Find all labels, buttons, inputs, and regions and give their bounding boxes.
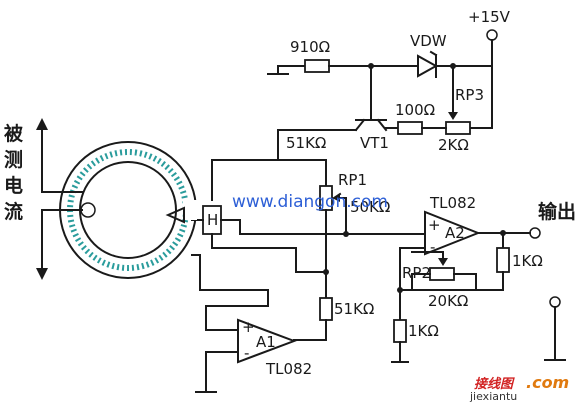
- resistor-910: [304, 59, 330, 73]
- label-r100: 100Ω: [395, 101, 435, 119]
- label-supply: +15V: [468, 8, 511, 26]
- label-r51k-bottom: 51KΩ: [334, 300, 374, 318]
- label-r1k-bottom: 1KΩ: [408, 322, 439, 340]
- watermark-logo: 接线图 .com jiexiantu: [469, 373, 569, 402]
- resistor-51k-bottom: [319, 297, 333, 321]
- potentiometer-rp3: [445, 121, 471, 135]
- resistor-100: [397, 121, 423, 135]
- supply-terminal: [486, 29, 498, 41]
- label-r20k: 20KΩ: [428, 292, 468, 310]
- label-r51k-top: 51KΩ: [286, 134, 326, 152]
- output-terminal: [529, 227, 541, 239]
- label-rp2: RP2: [402, 264, 431, 282]
- ground-symbol-910: [267, 65, 289, 75]
- zener-diode-vdw: [417, 50, 439, 78]
- svg-text:jiexiantu: jiexiantu: [469, 390, 517, 402]
- svg-text:被: 被: [4, 122, 23, 145]
- potentiometer-rp2: [429, 267, 455, 281]
- label-r1k-right: 1KΩ: [512, 252, 543, 270]
- label-r2k: 2KΩ: [438, 136, 469, 154]
- watermark-site: www.diangon.com: [232, 192, 388, 212]
- label-a2-plus: +: [428, 216, 441, 234]
- resistor-1k-right: [496, 247, 510, 273]
- label-measured-current: 被 测 电 流: [4, 122, 23, 223]
- label-rp3: RP3: [455, 86, 484, 104]
- svg-text:测: 测: [4, 149, 23, 171]
- label-zener: VDW: [410, 32, 447, 50]
- measured-conductor: [36, 118, 96, 280]
- resistor-1k-bottom: [393, 319, 407, 343]
- svg-text:.com: .com: [526, 373, 569, 392]
- label-a1: A1: [256, 333, 276, 351]
- label-vt1: VT1: [360, 134, 389, 152]
- label-a1-plus: +: [242, 318, 255, 336]
- transistor-vt1: [354, 65, 388, 132]
- opamp-a2: [424, 210, 481, 256]
- label-tl082-a2: TL082: [429, 194, 476, 212]
- label-a2: A2: [445, 224, 465, 242]
- label-tl082-a1: TL082: [265, 360, 312, 378]
- label-a1-minus: -: [244, 344, 249, 362]
- label-a2-minus: -: [430, 238, 435, 256]
- svg-text:电: 电: [4, 174, 23, 197]
- label-r910: 910Ω: [290, 38, 330, 56]
- label-r50k: 50KΩ: [350, 198, 390, 216]
- svg-text:流: 流: [4, 200, 23, 223]
- output-ground-terminal: [549, 296, 561, 308]
- opamp-a1: [237, 318, 297, 364]
- label-rp1: RP1: [338, 171, 367, 189]
- svg-text:接线图: 接线图: [474, 376, 515, 392]
- label-hall: H: [207, 211, 218, 229]
- label-output: 输出: [538, 200, 576, 223]
